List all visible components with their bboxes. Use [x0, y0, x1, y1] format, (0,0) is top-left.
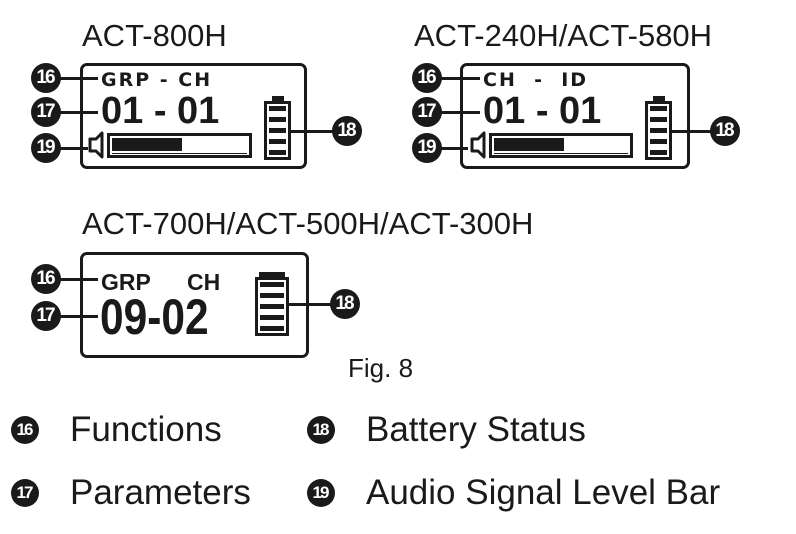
battery-segment [269, 139, 286, 144]
legend-label-battery-status: Battery Status [366, 410, 586, 449]
battery-segment [260, 293, 284, 298]
callout-16: 16 [412, 63, 442, 93]
audio-level-fill [112, 138, 183, 151]
battery-segment [650, 128, 667, 133]
leader-line-16 [60, 77, 98, 80]
speaker-icon [470, 131, 486, 159]
leader-line-18 [672, 130, 712, 133]
model-title-act-800h: ACT-800H [82, 18, 227, 53]
parameter-value: 01 - 01 [101, 90, 220, 132]
audio-level-fill [494, 138, 564, 151]
model-title-act-240h-580h: ACT-240H/ACT-580H [414, 18, 713, 53]
parameter-value: 01 - 01 [483, 90, 602, 132]
leader-line-19 [440, 147, 468, 150]
battery-segment [269, 128, 286, 133]
battery-segment [650, 117, 667, 122]
battery-cap [259, 272, 285, 277]
battery-segment [269, 150, 286, 155]
legend-label-functions: Functions [70, 410, 222, 449]
audio-level-bar [107, 133, 252, 158]
leader-line-18 [290, 130, 334, 133]
callout-16: 16 [31, 264, 61, 294]
parameter-value: 09-02 [100, 289, 209, 345]
callout-19: 19 [412, 133, 442, 163]
function-label-grp: GRP [101, 269, 151, 295]
leader-line-16 [440, 77, 480, 80]
audio-level-baseline [112, 153, 247, 154]
legend-number-19: 19 [307, 479, 335, 507]
battery-cap [652, 96, 665, 101]
callout-17: 17 [412, 97, 442, 127]
battery-segment [260, 282, 284, 287]
battery-body [255, 277, 289, 336]
leader-line-18 [289, 303, 333, 306]
audio-level-bar [489, 133, 633, 158]
battery-segment [650, 150, 667, 155]
battery-segment [269, 117, 286, 122]
function-label: CH - ID [483, 69, 589, 91]
legend-label-parameters: Parameters [70, 473, 251, 512]
battery-icon [645, 96, 672, 160]
leader-line-17 [60, 111, 98, 114]
legend-number-18: 18 [307, 416, 335, 444]
battery-segment [260, 326, 284, 331]
figure-caption: Fig. 8 [348, 353, 414, 383]
battery-icon [264, 96, 291, 160]
leader-line-19 [60, 147, 88, 150]
function-label: GRP - CH [101, 69, 213, 91]
callout-18: 18 [330, 289, 360, 319]
battery-icon [255, 272, 289, 336]
callout-17: 17 [31, 301, 61, 331]
lcd-display-act-800h: GRP - CH 01 - 01 [80, 63, 307, 169]
callout-18: 18 [710, 116, 740, 146]
leader-line-16 [60, 278, 98, 281]
legend-number-17: 17 [11, 479, 39, 507]
battery-segment [650, 139, 667, 144]
leader-line-17 [60, 315, 98, 318]
model-title-act-700h-500h-300h: ACT-700H/ACT-500H/ACT-300H [82, 206, 534, 241]
leader-line-17 [440, 111, 480, 114]
battery-segment [650, 106, 667, 111]
speaker-icon [88, 131, 104, 159]
battery-cap [271, 96, 284, 101]
function-label-ch: CH [187, 269, 221, 295]
battery-segment [269, 106, 286, 111]
battery-body [264, 101, 291, 160]
lcd-display-act-700h-500h-300h: GRP CH 09-02 [80, 252, 309, 358]
battery-segment [260, 304, 284, 309]
lcd-display-act-240h-580h: CH - ID 01 - 01 [460, 63, 690, 169]
callout-18: 18 [332, 116, 362, 146]
legend-number-16: 16 [11, 416, 39, 444]
audio-level-baseline [494, 153, 628, 154]
callout-16: 16 [31, 63, 61, 93]
callout-19: 19 [31, 133, 61, 163]
legend-label-audio-signal-level-bar: Audio Signal Level Bar [366, 473, 721, 512]
callout-17: 17 [31, 97, 61, 127]
battery-body [645, 101, 672, 160]
battery-segment [260, 315, 284, 320]
